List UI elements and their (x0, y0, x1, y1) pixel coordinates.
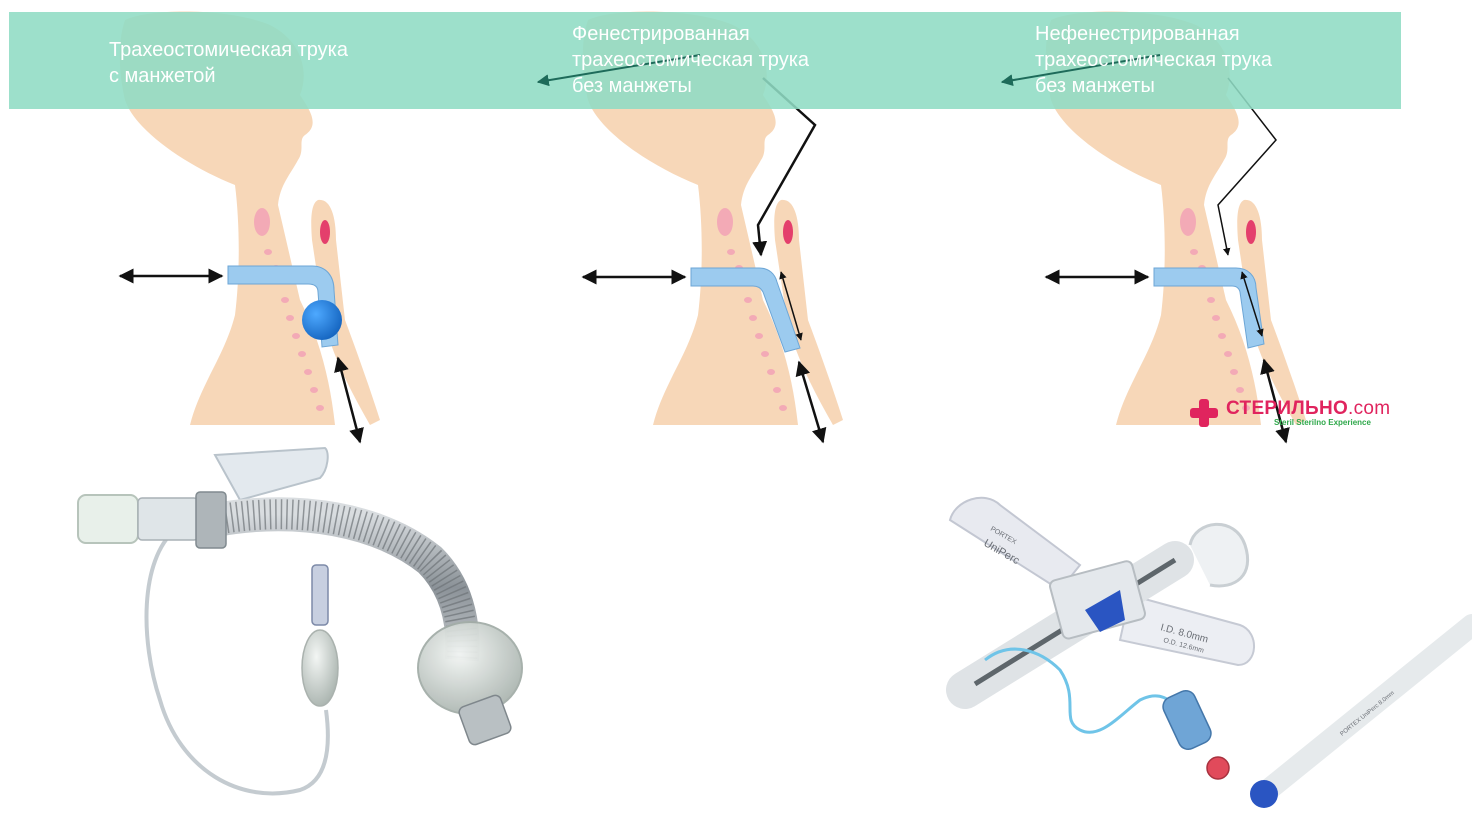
uncuffed-tube-photo (950, 498, 1472, 808)
thyroid-cartilage (1180, 208, 1196, 236)
obturator-cap (1250, 780, 1278, 808)
inflated-cuff (302, 300, 342, 340)
brand-logo: СТЕРИЛЬНО.com Steril Sterilno Experience (1190, 396, 1390, 430)
brand-tagline: Steril Sterilno Experience (1274, 418, 1371, 427)
tube-curve (1190, 524, 1248, 586)
pilot-balloon (1160, 687, 1214, 752)
label-line: Трахеостомическая трука (109, 37, 348, 63)
pilot-valve (312, 565, 328, 625)
pilot-valve-cap (1207, 757, 1229, 779)
label-nonfenestrated-tube: Нефенестрированная трахеостомическая тру… (1035, 21, 1272, 99)
label-fenestrated-tube: Фенестрированная трахеостомическая трука… (572, 21, 809, 99)
label-line: Нефенестрированная (1035, 21, 1272, 47)
pilot-balloon (302, 630, 338, 706)
label-line: с манжетой (109, 63, 348, 89)
thyroid-cartilage (717, 208, 733, 236)
blood-vessel (1246, 220, 1256, 244)
label-line: без манжеты (1035, 73, 1272, 99)
label-line: без манжеты (572, 73, 809, 99)
blood-vessel (783, 220, 793, 244)
blood-vessel (320, 220, 330, 244)
connector-15mm (78, 495, 138, 543)
cuffed-tube-photo (78, 448, 522, 793)
brand-name: СТЕРИЛЬНО.com (1226, 398, 1390, 420)
connector-collar (138, 498, 198, 540)
pilot-line (146, 530, 327, 793)
label-line: трахеостомическая трука (572, 47, 809, 73)
tube-cuff (418, 622, 522, 714)
connector-nut (196, 492, 226, 548)
label-line: трахеостомическая трука (1035, 47, 1272, 73)
label-cuffed-tube: Трахеостомическая трука с манжетой (109, 37, 348, 89)
neck-flange (215, 448, 328, 500)
flexible-shaft (215, 514, 463, 660)
medical-cross-icon (1190, 399, 1218, 427)
label-line: Фенестрированная (572, 21, 809, 47)
thyroid-cartilage (254, 208, 270, 236)
